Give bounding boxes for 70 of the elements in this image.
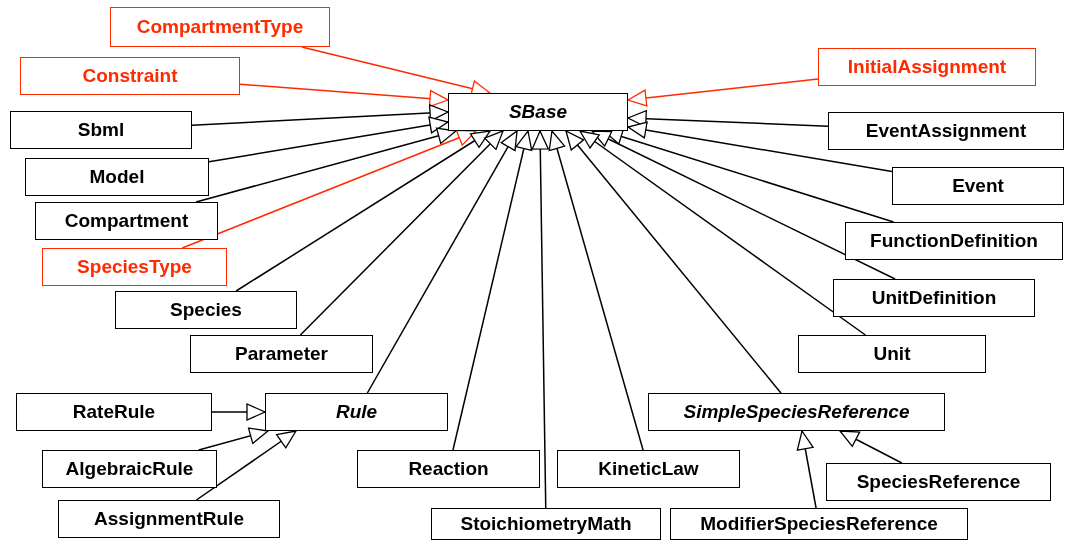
class-name: CompartmentType [136,16,304,38]
inheritance-arrow [452,130,533,451]
inheritance-arrow [627,121,893,173]
inheritance-arrow [195,430,297,501]
class-name: SpeciesReference [856,471,1021,493]
class-name: ModifierSpeciesReference [700,513,938,535]
class-name: RateRule [72,401,156,423]
class-name: Model [89,166,145,188]
class-box [357,450,540,488]
class-box [42,248,227,286]
class-box [20,57,240,95]
class-box [798,335,986,373]
inheritance-arrow [531,130,549,509]
inheritance-arrow [796,430,817,509]
inheritance-arrow [591,130,896,280]
class-box [557,450,740,488]
inheritance-arrow [366,130,518,394]
class-name: FunctionDefinition [870,230,1038,252]
class-name: Unit [873,343,911,365]
class-name: Event [952,175,1004,197]
class-name: InitialAssignment [847,56,1007,78]
inheritance-arrow [548,130,644,451]
class-box [42,450,217,488]
class-name: Parameter [235,343,328,365]
class-box [845,222,1063,260]
class-name: Sbml [77,119,125,141]
inheritance-arrow [579,130,867,336]
class-box [35,202,218,240]
abstract-class-box [265,393,448,431]
class-name: KineticLaw [598,458,699,480]
class-box [25,158,209,196]
class-box [892,167,1064,205]
inheritance-arrow [239,83,449,108]
inheritance-arrow [627,110,829,128]
class-name: Constraint [82,65,178,87]
class-box [431,508,661,540]
class-name: UnitDefinition [871,287,997,309]
class-box [115,291,297,329]
class-name: AlgebraicRule [65,458,194,480]
class-name: Species [170,299,242,321]
inheritance-arrow [191,104,449,127]
inheritance-arrow [198,427,269,451]
class-box [828,112,1064,150]
inheritance-arrow [208,116,449,163]
class-name: Compartment [64,210,189,232]
inheritance-arrow [211,403,266,421]
class-name: EventAssignment [865,120,1027,142]
class-box [190,335,373,373]
inheritance-arrow [627,78,819,107]
class-box [833,279,1035,317]
class-box [16,393,212,431]
inheritance-arrow [565,130,782,394]
inheritance-arrow [235,130,491,292]
inheritance-arrow [839,430,903,464]
class-name: Rule [335,401,378,423]
class-box [818,48,1036,86]
inheritance-arrow [181,129,477,249]
class-box [826,463,1051,501]
class-name: StoichiometryMath [460,513,632,535]
abstract-class-box [648,393,945,431]
class-name: SBase [508,101,568,123]
abstract-class-box [448,93,628,131]
class-name: Reaction [408,458,489,480]
class-box [58,500,280,538]
class-box [10,111,192,149]
class-name: SimpleSpeciesReference [683,401,910,423]
class-name: SpeciesType [77,256,192,278]
class-name: AssignmentRule [94,508,244,530]
class-box [110,7,330,47]
class-box [670,508,968,540]
